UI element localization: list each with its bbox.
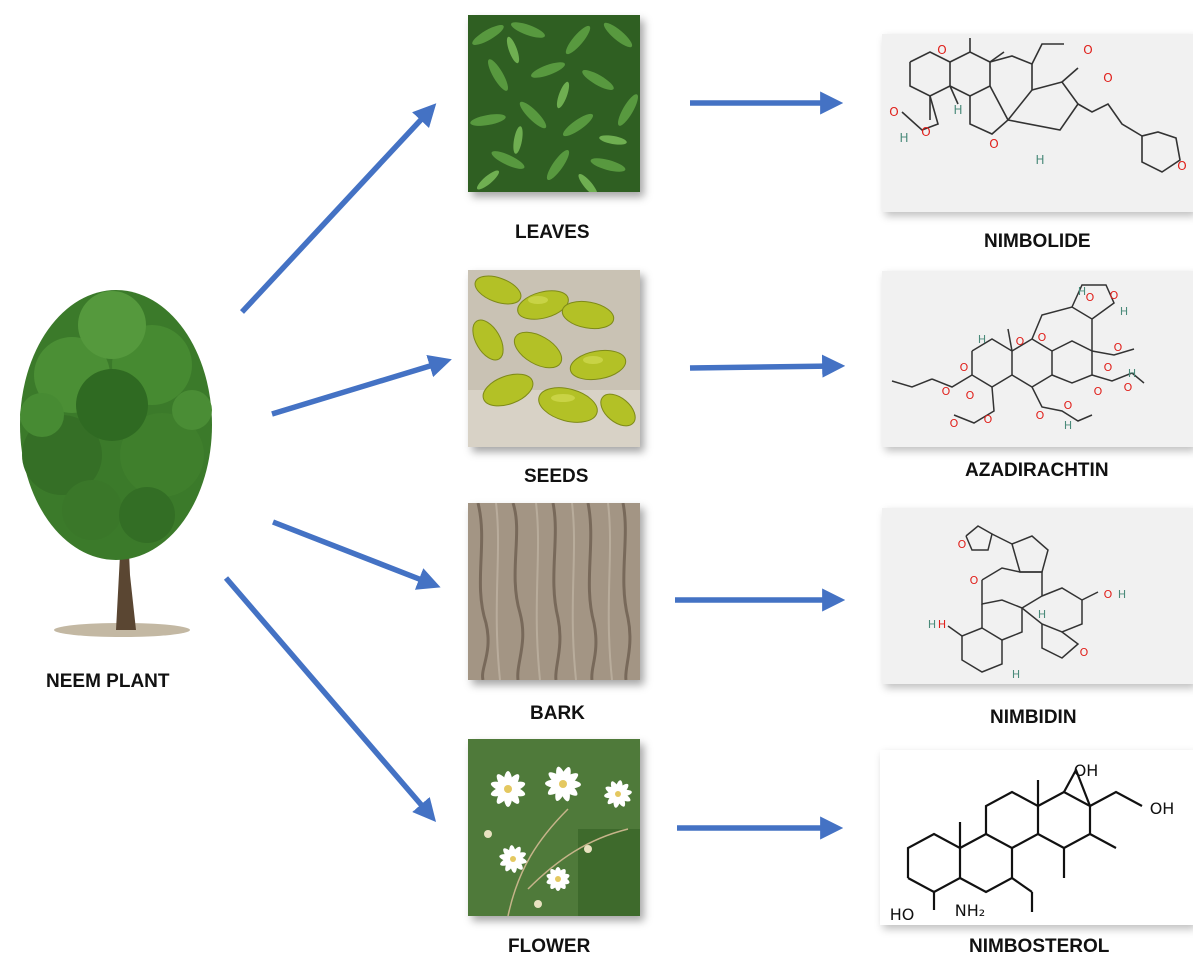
- part-label-seeds: SEEDS: [524, 466, 589, 487]
- atom-label: H: [1120, 305, 1128, 318]
- atom-label: O: [942, 385, 951, 398]
- atom-label: O: [1177, 159, 1186, 173]
- neem-leaves-image: [468, 15, 640, 192]
- atom-label: H: [1038, 608, 1046, 621]
- atom-label: NH₂: [955, 901, 985, 920]
- atom-label: H: [1118, 588, 1126, 601]
- atom-label: O: [1103, 71, 1112, 85]
- structure-card-azadirachtin: O O H H H O O O O O O O O O O O O H O H: [882, 271, 1193, 447]
- arrow-tree-to-seeds: [271, 354, 452, 417]
- part-label-bark: BARK: [530, 703, 585, 724]
- arrow-tree-to-leaves: [239, 103, 437, 314]
- atom-label: O: [1104, 361, 1113, 374]
- atom-label: H: [1078, 285, 1086, 298]
- arrow-tree-to-flower: [223, 576, 437, 823]
- atom-label: H: [1035, 153, 1044, 167]
- atom-label: O: [1124, 381, 1133, 394]
- part-label-leaves: LEAVES: [515, 222, 590, 243]
- atom-label: O: [989, 137, 998, 151]
- atom-label: H: [928, 618, 936, 631]
- atom-label: O: [960, 361, 969, 374]
- atom-label: O: [1094, 385, 1103, 398]
- atom-label: O: [1064, 399, 1073, 412]
- atom-label: O: [1036, 409, 1045, 422]
- atom-label: O: [1038, 331, 1047, 344]
- atom-label: O: [937, 43, 946, 57]
- atom-label: H: [1064, 419, 1072, 432]
- atom-label: H: [938, 618, 946, 631]
- neem-seeds-image: [468, 270, 640, 447]
- atom-label: H: [953, 103, 962, 117]
- structure-card-nimbolide: O O O O H H H O O O: [882, 34, 1193, 212]
- structure-card-nimbosterol: OH OH HO NH₂: [880, 750, 1193, 925]
- atom-label: O: [1083, 43, 1092, 57]
- atom-label: O: [970, 574, 979, 587]
- atom-label: HO: [890, 905, 915, 924]
- compound-label-azadirachtin: AZADIRACHTIN: [965, 460, 1109, 481]
- atom-label: O: [984, 413, 993, 426]
- atom-label: O: [1016, 335, 1025, 348]
- atom-label: O: [950, 417, 959, 430]
- atom-label: H: [1012, 668, 1020, 681]
- atom-label: OH: [1074, 761, 1099, 780]
- atom-label: O: [921, 125, 930, 139]
- arrow-seeds-to-azadirachtin: [689, 354, 846, 378]
- neem-tree-icon: [12, 285, 217, 645]
- atom-label: H: [978, 333, 986, 346]
- part-label-flower: FLOWER: [508, 936, 591, 957]
- atom-label: O: [1086, 291, 1095, 304]
- atom-label: H: [1128, 367, 1136, 380]
- source-label: NEEM PLANT: [46, 671, 170, 692]
- atom-label: OH: [1150, 799, 1175, 818]
- atom-label: O: [958, 538, 967, 551]
- atom-label: H: [899, 131, 908, 145]
- atom-label: O: [1104, 588, 1113, 601]
- atom-label: O: [1110, 289, 1119, 302]
- compound-label-nimbidin: NIMBIDIN: [990, 707, 1077, 728]
- arrow-tree-to-bark: [272, 519, 441, 590]
- compound-label-nimbolide: NIMBOLIDE: [984, 231, 1091, 252]
- compound-label-nimbosterol: NIMBOSTEROL: [969, 936, 1110, 957]
- structure-card-nimbidin: O O O H H O H H H: [882, 508, 1193, 684]
- atom-label: O: [889, 105, 898, 119]
- atom-label: O: [1114, 341, 1123, 354]
- atom-label: O: [966, 389, 975, 402]
- neem-bark-image: [468, 503, 640, 680]
- neem-flower-image: [468, 739, 640, 916]
- atom-label: O: [1080, 646, 1089, 659]
